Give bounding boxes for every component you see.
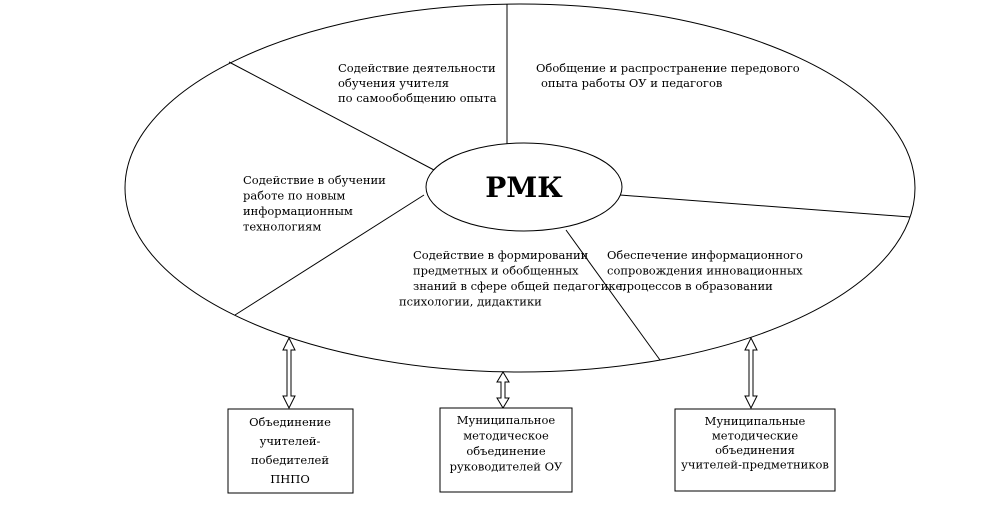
text-line: по самообобщению опыта (338, 91, 497, 105)
box-pnpo (227, 408, 354, 494)
text-line: Содействие в обучении (243, 173, 386, 187)
text-line: информационным (243, 204, 353, 218)
double-arrow-left (282, 336, 296, 410)
divider-lower-middle (565, 229, 661, 361)
text-line: объединения (715, 443, 795, 457)
text-line: опыта работы ОУ и педагогов (541, 76, 722, 90)
text-line: работе по новым (243, 189, 345, 203)
double-arrow-middle (496, 371, 510, 409)
center-ellipse (425, 142, 623, 232)
box-subject-teachers (674, 408, 836, 492)
box-directors (439, 407, 573, 493)
text-line: Объединение (249, 415, 331, 429)
text-line: методические (712, 429, 798, 443)
text-line: Содействие в формировании (413, 248, 589, 262)
text-line: психологии, дидактики (399, 295, 542, 309)
text-line: сопровождения инновационных (607, 264, 803, 278)
text-line: предметных и обобщенных (413, 264, 579, 278)
text-line: Содействие деятельности (338, 61, 496, 75)
double-arrow-right (744, 336, 758, 410)
segment-text-bottom-right: Обеспечение информационного сопровождения… (607, 248, 803, 293)
text-line: процессов в образовании (619, 279, 773, 293)
divider-lower-left (234, 194, 425, 316)
segment-text-bottom-middle: Содействие в формировании предметных и об… (399, 248, 626, 309)
text-line: победителей (251, 453, 329, 467)
text-line: Обеспечение информационного (607, 248, 803, 262)
text-line: методическое (463, 429, 549, 443)
text-line: ПНПО (270, 472, 310, 486)
text-line: Муниципальное (457, 413, 556, 427)
text-line: руководителей ОУ (450, 460, 563, 474)
text-line: объединение (466, 444, 546, 458)
text-line: учителей-предметников (681, 458, 829, 472)
text-line: учителей- (260, 434, 321, 448)
center-label: РМК (485, 171, 563, 204)
outer-ellipse (124, 3, 916, 373)
divider-right (619, 194, 911, 218)
text-line: знаний в сфере общей педагогике, (413, 279, 626, 293)
text-line: Обобщение и распространение передового (536, 61, 800, 75)
segment-text-top-right: Обобщение и распространение передовогооп… (536, 61, 800, 90)
divider-upper-left (228, 61, 435, 171)
segment-text-left: Содействие в обучении работе по новыминфо… (243, 173, 386, 234)
text-line: Муниципальные (705, 414, 806, 428)
text-line: технологиям (243, 220, 321, 234)
text-line: обучения учителя (338, 76, 449, 90)
box-subject-teachers-text: Муниципальныеметодическиеобъединенияучит… (681, 414, 829, 472)
